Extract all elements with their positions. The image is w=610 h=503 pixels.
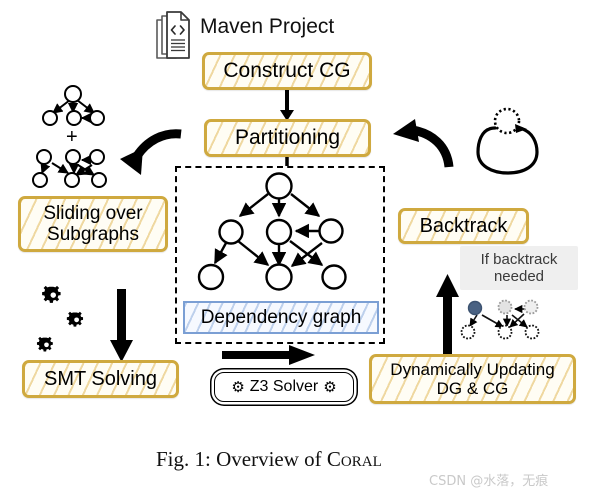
smt-solving-label: SMT Solving [43,367,157,390]
sliding-over-subgraphs-box[interactable]: Sliding over Subgraphs [18,196,168,252]
smt-solving-box[interactable]: SMT Solving [22,360,179,398]
construct-cg-box[interactable]: Construct CG [202,52,372,90]
self-loop-icon [476,107,539,175]
dynamically-updating-box[interactable]: Dynamically Updating DG & CG [369,354,576,404]
plus-sign: + [66,126,78,148]
dependency-graph-box[interactable]: Dependency graph [183,301,379,334]
if-backtrack-needed-label: If backtrack needed [460,246,578,290]
arrow-sliding-to-smt [110,289,133,362]
arrow-updating-to-backtrack [436,274,459,356]
gear-icon-left: ⚙ [231,378,245,396]
maven-project-label: Maven Project [200,15,335,38]
dependency-graph-label: Dependency graph [200,306,362,328]
partitioning-box[interactable]: Partitioning [204,119,371,157]
backtrack-label: Backtrack [419,214,508,237]
caption-prefix: Fig. 1: Overview of [156,447,327,471]
gear-icon-right: ⚙ [323,378,337,396]
csdn-watermark: CSDN @水落，无痕 [429,474,549,489]
if-backtrack-line1: If backtrack [480,250,558,268]
z3-solver-box[interactable]: ⚙ Z3 Solver ⚙ [214,372,354,402]
gear-icon-group [36,285,84,352]
z3-solver-label: Z3 Solver [249,378,319,395]
subgraph-icon-bottom [32,149,107,188]
arrow-z3-to-updating [222,345,315,365]
construct-cg-label: Construct CG [223,59,351,83]
caption-name: Coral [326,447,382,471]
partitioning-label: Partitioning [234,126,341,150]
dotted-subgraph-icon [460,299,540,340]
arrow-constructcg-to-partitioning [280,89,294,121]
if-backtrack-line2: needed [493,268,545,285]
maven-project-icon [156,11,190,59]
arrow-backtrack-to-partitioning [393,119,454,168]
figure-caption: Fig. 1: Overview of Coral [156,447,382,472]
arrow-partitioning-to-sliding [120,129,182,175]
dynamically-updating-label: Dynamically Updating DG & CG [390,359,555,398]
sliding-over-subgraphs-label: Sliding over Subgraphs [43,202,143,245]
subgraph-icon-top [42,85,105,126]
backtrack-box[interactable]: Backtrack [398,208,529,244]
